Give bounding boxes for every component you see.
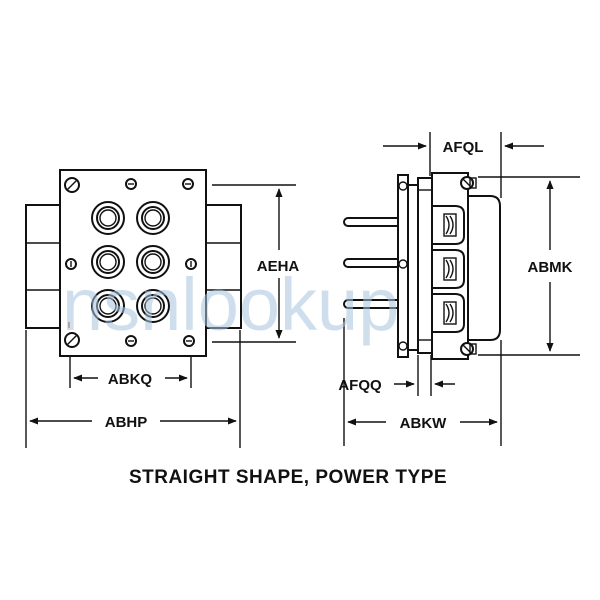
dimension-abkq: ABKQ xyxy=(69,355,192,388)
front-body xyxy=(59,169,207,357)
side-rear-insert xyxy=(467,195,501,341)
dimension-label-abhp: ABHP xyxy=(105,414,148,431)
front-contacts xyxy=(91,201,170,323)
dimension-label-aeha: AEHA xyxy=(257,258,300,275)
diagram-caption: STRAIGHT SHAPE, POWER TYPE xyxy=(129,467,447,488)
dimension-abhp: ABHP xyxy=(25,330,241,448)
dimension-label-afql: AFQL xyxy=(443,139,484,156)
dimension-label-abkw: ABKW xyxy=(400,415,447,432)
dimension-abkw: ABKW xyxy=(343,318,502,446)
dimension-label-abkq: ABKQ xyxy=(108,371,152,388)
watermark-text: nsnlookup xyxy=(62,263,399,346)
side-plate-2 xyxy=(417,177,433,354)
side-pins xyxy=(343,217,400,309)
dimension-aeha: AEHA xyxy=(212,184,300,343)
side-screws xyxy=(460,176,477,356)
dimension-afql: AFQL xyxy=(383,132,544,198)
side-plate-1 xyxy=(407,184,419,351)
side-view: AFQL ABMK AFQQ ABKW xyxy=(338,132,580,446)
dimension-afqq: AFQQ xyxy=(338,355,455,396)
front-screws xyxy=(64,177,197,348)
front-view: AEHA ABKQ ABHP xyxy=(25,169,300,448)
side-sockets xyxy=(433,205,465,333)
dimension-abmk: ABMK xyxy=(478,176,580,356)
dimension-label-afqq: AFQQ xyxy=(338,377,382,394)
dimension-label-abmk: ABMK xyxy=(528,259,573,276)
